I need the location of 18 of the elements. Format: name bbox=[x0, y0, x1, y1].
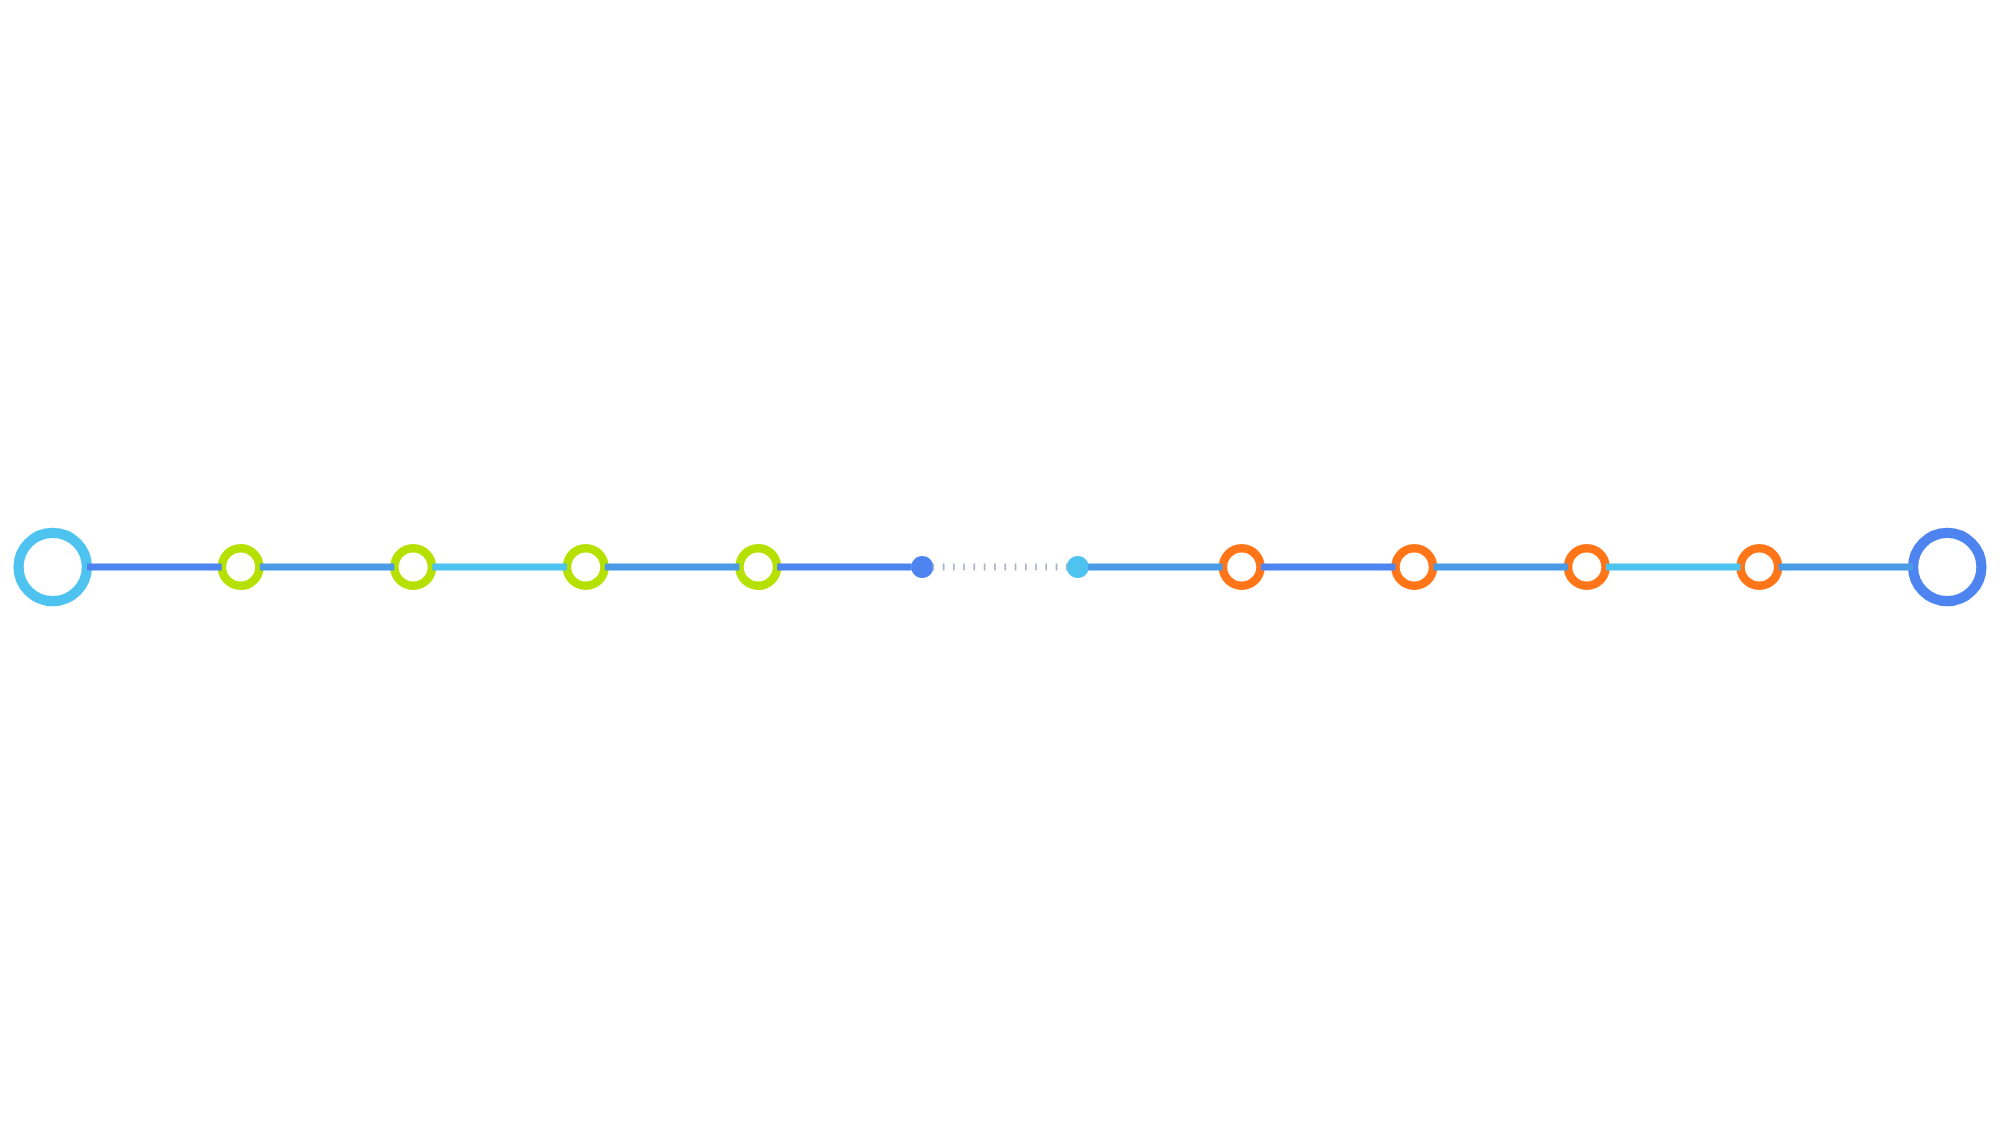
node-circle bbox=[1907, 527, 1987, 606]
node-circle bbox=[13, 527, 93, 606]
node-circle bbox=[735, 543, 782, 590]
node-circle bbox=[562, 543, 609, 590]
node-circle bbox=[911, 555, 934, 578]
node-circle bbox=[1066, 555, 1089, 578]
node-circle bbox=[1736, 543, 1783, 590]
connector bbox=[1260, 563, 1396, 570]
connector bbox=[259, 563, 395, 570]
connector bbox=[1088, 563, 1223, 570]
node-circle bbox=[390, 543, 437, 590]
node-circle bbox=[1391, 543, 1438, 590]
connector bbox=[604, 563, 740, 570]
node-circle bbox=[1218, 543, 1265, 590]
node-circle bbox=[217, 543, 264, 590]
node-circle bbox=[1563, 543, 1610, 590]
connector bbox=[1778, 563, 1913, 570]
connector bbox=[932, 563, 1068, 570]
